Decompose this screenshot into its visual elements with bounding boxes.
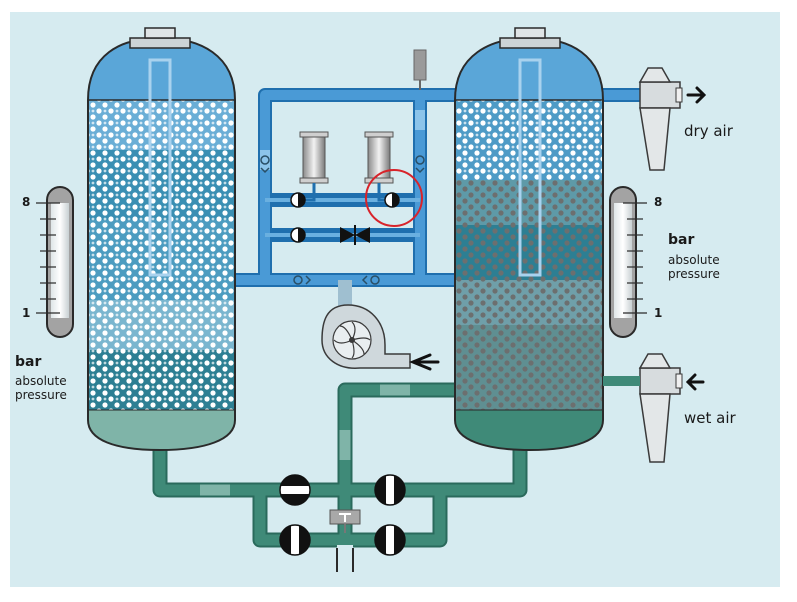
right-desc-line-1: absolute xyxy=(668,253,720,267)
right-pressure-gauge: 8 1 xyxy=(609,186,662,338)
right-desc-line-2: pressure xyxy=(668,267,720,281)
arrow-icon xyxy=(686,86,707,104)
arrow-icon xyxy=(409,353,440,371)
right-tower-flange xyxy=(499,37,561,49)
ball-valve-icon xyxy=(374,474,406,506)
ball-valve-icon xyxy=(290,227,306,243)
drain-outlet xyxy=(336,545,354,572)
silencer-icon xyxy=(638,353,683,463)
centrifugal-fan-icon xyxy=(321,280,411,369)
ball-valve-icon xyxy=(374,524,406,556)
ball-valve-icon xyxy=(290,192,306,208)
left-gauge-min: 1 xyxy=(22,306,30,320)
filter-cartridge-icon xyxy=(364,131,394,184)
ball-valve-icon xyxy=(279,524,311,556)
arrow-icon xyxy=(685,373,705,391)
pressure-sensor xyxy=(413,49,427,81)
tee-fitting xyxy=(329,509,361,533)
left-pressure-gauge: 8 1 xyxy=(22,186,74,338)
left-tower-flange xyxy=(129,37,191,49)
dry-air-label: dry air xyxy=(684,122,734,140)
filter-cartridge-icon xyxy=(299,131,329,184)
check-valve-marks xyxy=(260,155,425,285)
left-gauge-max: 8 xyxy=(22,195,30,209)
right-gauge-max: 8 xyxy=(654,195,662,209)
ball-valve-icon xyxy=(384,192,400,208)
right-gauge-min: 1 xyxy=(654,306,662,320)
left-adsorption-tower xyxy=(87,27,236,452)
left-desc-line-1: absolute xyxy=(15,374,67,388)
wet-air-label: wet air xyxy=(684,409,737,427)
ball-valve-icon xyxy=(279,474,311,506)
right-unit-label: bar xyxy=(668,232,694,248)
silencer-icon xyxy=(638,67,683,171)
throttle-valve-icon xyxy=(340,225,370,245)
left-desc-line-2: pressure xyxy=(15,388,67,402)
highlight-ring xyxy=(365,169,423,227)
left-unit-label: bar xyxy=(15,354,41,370)
right-adsorption-tower xyxy=(454,27,604,452)
